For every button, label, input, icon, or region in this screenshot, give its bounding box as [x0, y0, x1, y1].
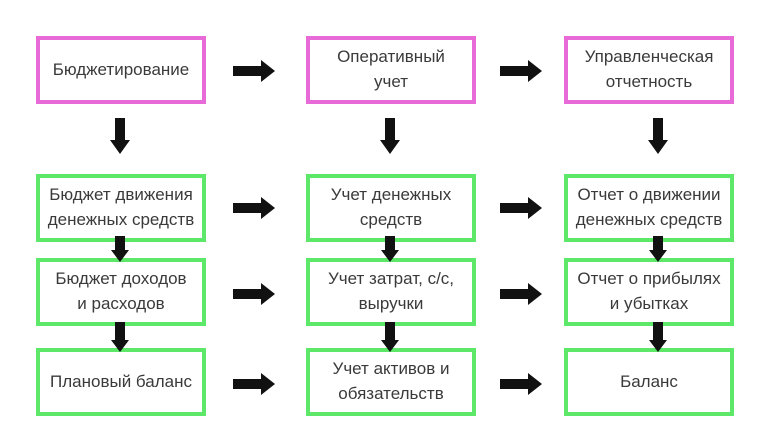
arrow-down-icon	[111, 322, 129, 352]
box-management-reporting-label: Управленческая отчетность	[584, 47, 714, 91]
box-cashflow-budget-label: Бюджет движения денежных средств	[47, 185, 195, 229]
box-planned-balance-label: Плановый баланс	[50, 371, 192, 391]
box-planned-balance: Плановый баланс	[36, 348, 206, 416]
box-balance: Баланс	[564, 348, 734, 416]
arrow-right-icon	[233, 60, 275, 82]
box-budgeting-label: Бюджетирование	[52, 59, 190, 79]
box-cash-accounting-label: Учет денежных средств	[330, 185, 452, 229]
box-budgeting: Бюджетирование	[36, 36, 206, 104]
arrow-right-icon	[233, 373, 275, 395]
box-income-expense-budget: Бюджет доходов и расходов	[36, 258, 206, 326]
arrow-down-icon	[111, 236, 129, 262]
box-cashflow-budget: Бюджет движения денежных средств	[36, 174, 206, 242]
arrow-down-icon	[648, 118, 668, 154]
box-assets-accounting: Учет активов и обязательств	[306, 348, 476, 416]
box-pl-report-label: Отчет о прибылях и убытках	[577, 269, 721, 313]
arrow-down-icon	[110, 118, 130, 154]
box-management-reporting: Управленческая отчетность	[564, 36, 734, 104]
arrow-right-icon	[233, 197, 275, 219]
arrow-right-icon	[500, 283, 542, 305]
box-cash-accounting: Учет денежных средств	[306, 174, 476, 242]
box-cost-accounting: Учет затрат, с/с, выручки	[306, 258, 476, 326]
arrow-down-icon	[381, 322, 399, 352]
arrow-right-icon	[500, 197, 542, 219]
arrow-right-icon	[233, 283, 275, 305]
box-balance-label: Баланс	[620, 371, 678, 391]
arrow-down-icon	[649, 322, 667, 352]
arrow-down-icon	[380, 118, 400, 154]
box-cashflow-report-label: Отчет о движении денежных средств	[575, 185, 723, 229]
arrow-right-icon	[500, 60, 542, 82]
arrow-down-icon	[649, 236, 667, 262]
box-income-expense-budget-label: Бюджет доходов и расходов	[55, 269, 187, 313]
box-pl-report: Отчет о прибылях и убытках	[564, 258, 734, 326]
box-assets-accounting-label: Учет активов и обязательств	[332, 359, 450, 403]
box-cashflow-report: Отчет о движении денежных средств	[564, 174, 734, 242]
box-operational-accounting: Оперативный учет	[306, 36, 476, 104]
arrow-down-icon	[381, 236, 399, 262]
box-cost-accounting-label: Учет затрат, с/с, выручки	[327, 269, 455, 313]
arrow-right-icon	[500, 373, 542, 395]
box-operational-accounting-label: Оперативный учет	[337, 47, 445, 91]
